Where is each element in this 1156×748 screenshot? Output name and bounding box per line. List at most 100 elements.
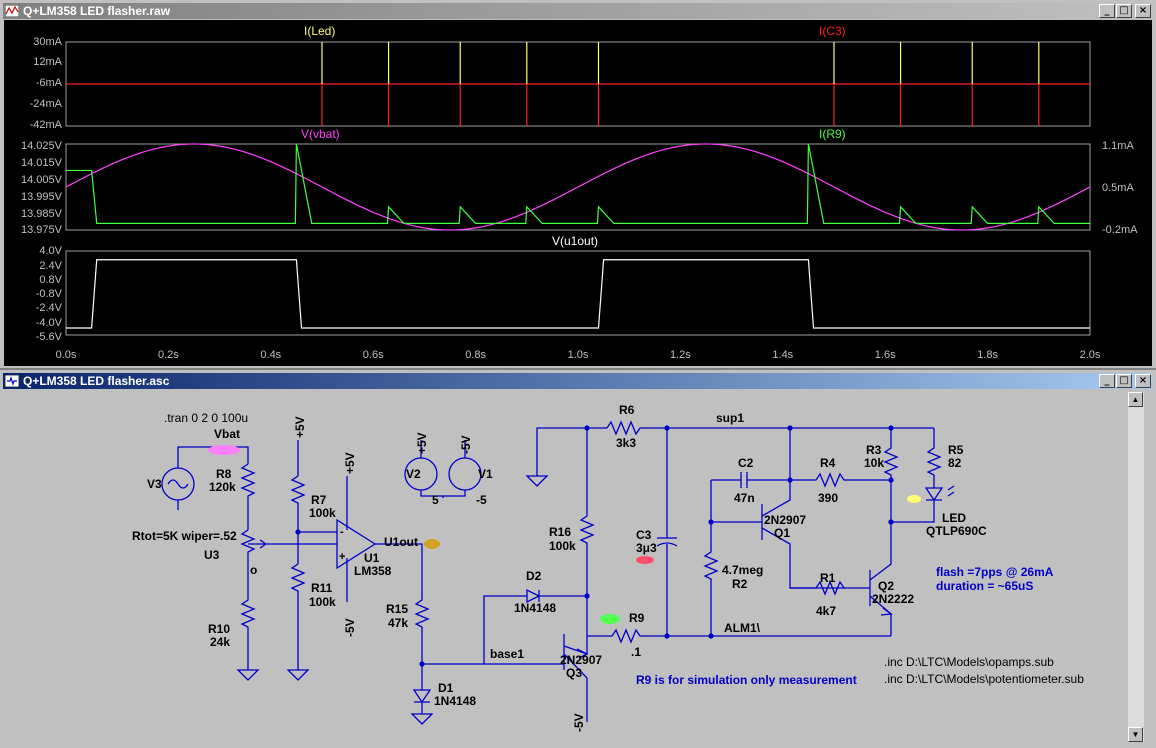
tran-directive[interactable]: .tran 0 2 0 100u [164, 411, 248, 425]
r7-value: 100k [309, 506, 336, 520]
q2-transistor[interactable] [845, 522, 892, 636]
trace-label-iled[interactable]: I(Led) [304, 24, 335, 38]
net-label-sup1[interactable]: sup1 [716, 411, 744, 425]
u3-label: U3 [204, 548, 220, 562]
maximize-button[interactable]: □ [1116, 374, 1132, 388]
close-button[interactable]: × [1135, 374, 1151, 388]
p1-ytick: 12mA [33, 56, 62, 68]
net-label-base1[interactable]: base1 [490, 647, 524, 661]
scroll-down-button[interactable]: ▼ [1128, 727, 1143, 742]
c3-capacitor[interactable] [656, 428, 678, 638]
inc-opamps-directive[interactable]: .inc D:\LTC\Models\opamps.sub [884, 655, 1054, 669]
plus5-label: +5V [415, 432, 429, 454]
u1-ref: U1 [364, 551, 380, 565]
p1-ytick: -42mA [30, 119, 63, 131]
pot-note: Rtot=5K wiper=.52 [132, 529, 237, 543]
r3-ref: R3 [866, 443, 882, 457]
schematic-window: Q+LM358 LED flasher.asc _ □ × ▲ ▼ [0, 370, 1156, 748]
waveform-titlebar[interactable]: Q+LM358 LED flasher.raw _ □ × [3, 3, 1153, 19]
minimize-button[interactable]: _ [1099, 4, 1115, 18]
ground-symbol [286, 669, 310, 681]
r9-value: .1 [631, 645, 641, 659]
r10-resistor[interactable] [240, 582, 256, 670]
r2-resistor[interactable] [703, 480, 719, 636]
x-tick-label: 0.4s [260, 349, 281, 361]
q2-value: 2N2222 [872, 592, 914, 606]
p3-ytick: 2.4V [39, 260, 62, 272]
inc-pot-directive[interactable]: .inc D:\LTC\Models\potentiometer.sub [884, 672, 1084, 686]
trace-label-vvbat[interactable]: V(vbat) [301, 127, 340, 141]
c3-value: 3μ3 [636, 541, 657, 555]
note-flash[interactable]: flash =7pps @ 26mA [936, 565, 1054, 579]
r4-resistor[interactable] [790, 472, 891, 488]
maximize-button[interactable]: □ [1116, 4, 1132, 18]
p2-ytick-left: 13.975V [21, 224, 63, 236]
net-label-vbat[interactable]: Vbat [214, 427, 240, 441]
net-label-alm1[interactable]: ALM1\ [724, 621, 761, 635]
c2-value: 47n [734, 491, 755, 505]
note-r9[interactable]: R9 is for simulation only measurement [636, 673, 857, 687]
trace-label-vu1out[interactable]: V(u1out) [552, 234, 598, 248]
schematic-titlebar[interactable]: Q+LM358 LED flasher.asc _ □ × [3, 373, 1153, 389]
p2-ytick-left: 13.995V [21, 191, 63, 203]
r3-resistor[interactable] [883, 428, 899, 522]
net-label-u1out[interactable]: U1out [384, 535, 418, 549]
r6-resistor[interactable] [606, 420, 667, 436]
r5-ref: R5 [948, 443, 964, 457]
r8-resistor[interactable] [240, 463, 256, 530]
vertical-scrollbar[interactable]: ▲ ▼ [1128, 392, 1144, 742]
schematic-canvas[interactable]: .tran 0 2 0 100u Vbat V3 R8 120k Rtot=5K… [4, 392, 1128, 744]
p1-ytick: -6mA [36, 77, 63, 89]
close-button[interactable]: × [1135, 4, 1151, 18]
minus5-label: -5V [343, 618, 357, 637]
ground-symbol [236, 669, 260, 681]
x-tick-label: 1.6s [875, 349, 896, 361]
p2-ytick-left: 14.005V [21, 174, 63, 186]
q1-ref: Q1 [774, 526, 790, 540]
u3-potentiometer[interactable] [240, 529, 256, 582]
r5-value: 82 [948, 456, 962, 470]
r10-value: 24k [210, 635, 230, 649]
r9-ref: R9 [629, 611, 645, 625]
p1-ytick: -24mA [30, 98, 63, 110]
c3-ref: C3 [636, 528, 652, 542]
trace-label-ir9[interactable]: I(R9) [819, 127, 846, 141]
r5-resistor[interactable] [926, 428, 942, 488]
note-duration[interactable]: duration = ~65uS [936, 579, 1033, 593]
opamp-minus: - [340, 526, 344, 538]
v1-value: -5 [476, 493, 487, 507]
waveform-plot-area[interactable]: I(Led) I(C3) V(vbat) I(R9) V(u1out) 30mA… [4, 20, 1152, 366]
d1-value: 1N4148 [434, 694, 476, 708]
minus5-label: -5V [459, 435, 473, 454]
p3-ytick: -0.8V [36, 288, 63, 300]
q1-transistor[interactable] [711, 428, 845, 589]
trace-vvbat[interactable] [65, 143, 1091, 231]
minus5-label: -5V [572, 713, 586, 732]
trace-vu1out[interactable] [66, 259, 1090, 329]
p2-ytick-right: -0.2mA [1102, 224, 1138, 236]
minimize-button[interactable]: _ [1099, 374, 1115, 388]
p2-ytick-left: 13.985V [21, 208, 63, 220]
trace-label-ic3[interactable]: I(C3) [819, 24, 846, 38]
u1-opamp-symbol[interactable] [336, 518, 377, 570]
trace-ir9[interactable] [66, 143, 1090, 224]
waveform-app-icon [5, 5, 19, 17]
p2-ytick-right: 0.5mA [1102, 182, 1134, 194]
probe-marker [600, 614, 620, 624]
probe-marker [208, 445, 240, 455]
scroll-up-button[interactable]: ▲ [1128, 392, 1143, 407]
p2-ytick-left: 14.025V [21, 140, 63, 152]
ground-symbol [410, 713, 434, 725]
ground-symbol [525, 475, 549, 487]
v3-label: V3 [147, 477, 162, 491]
q1-value: 2N2907 [764, 513, 806, 527]
schematic-app-icon [5, 375, 19, 387]
r16-value: 100k [549, 539, 576, 553]
c2-capacitor[interactable] [711, 472, 790, 488]
r11-ref: R11 [311, 581, 333, 595]
pot-o-label: o [250, 563, 257, 577]
v2-value: 5 [432, 493, 439, 507]
r9-resistor[interactable] [587, 628, 891, 644]
r1-resistor[interactable] [790, 580, 845, 596]
r4-value: 390 [818, 491, 838, 505]
